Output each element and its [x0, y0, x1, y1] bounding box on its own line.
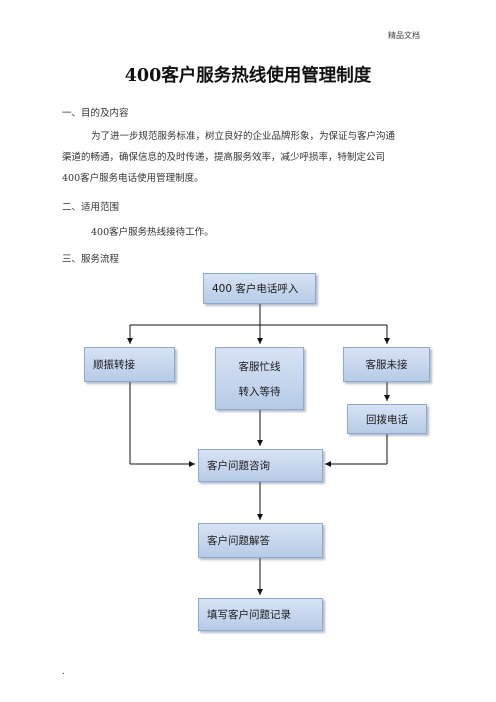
flow-record-label: 填写客户问题记录 [207, 609, 291, 621]
flow-start-label: 400 客户电话呼入 [212, 283, 299, 295]
flow-callback: 回拨电话 [347, 404, 427, 434]
flow-branch-busy-wait: 客服忙线 转入等待 [215, 347, 304, 410]
page-title: 400客户服务热线使用管理制度 [124, 66, 372, 86]
section-2-text: 400客户服务热线接待工作。 [91, 227, 214, 238]
flow-answer-label: 客户问题解答 [207, 535, 270, 547]
flow-customer-answer: 客户问题解答 [198, 523, 323, 558]
flow-fill-record: 填写客户问题记录 [198, 598, 323, 631]
flow-branch-transfer: 顺振转接 [84, 347, 175, 382]
flow-consult-label: 客户问题咨询 [207, 460, 270, 472]
section-2-heading: 二、适用范围 [62, 202, 120, 213]
header-tag: 精品文档 [388, 31, 420, 40]
flow-branch-missed: 客服未接 [343, 347, 430, 382]
flow-customer-consult: 客户问题咨询 [198, 449, 323, 482]
footer-mark: . [62, 667, 65, 677]
section-3-heading: 三、服务流程 [62, 254, 120, 265]
section-1-line-2: 渠道的畅通，确保信息的及时传递，提高服务效率，减少呼损率，特制定公司 [62, 152, 386, 163]
section-1-line-3: 400客户服务电话使用管理制度。 [62, 173, 204, 184]
flow-callback-label: 回拨电话 [366, 413, 408, 426]
flow-branch-busy-label-2: 转入等待 [238, 385, 281, 398]
flow-branch-missed-label: 客服未接 [365, 359, 408, 371]
section-1-heading: 一、目的及内容 [62, 108, 129, 119]
flow-branch-busy-label-1: 客服忙线 [238, 360, 281, 373]
section-1-line-1: 为了进一步规范服务标准，树立良好的企业品牌形象，为保证与客户沟通 [91, 131, 396, 142]
flow-start-incoming-call: 400 客户电话呼入 [203, 273, 316, 304]
flow-branch-transfer-label: 顺振转接 [93, 359, 135, 371]
